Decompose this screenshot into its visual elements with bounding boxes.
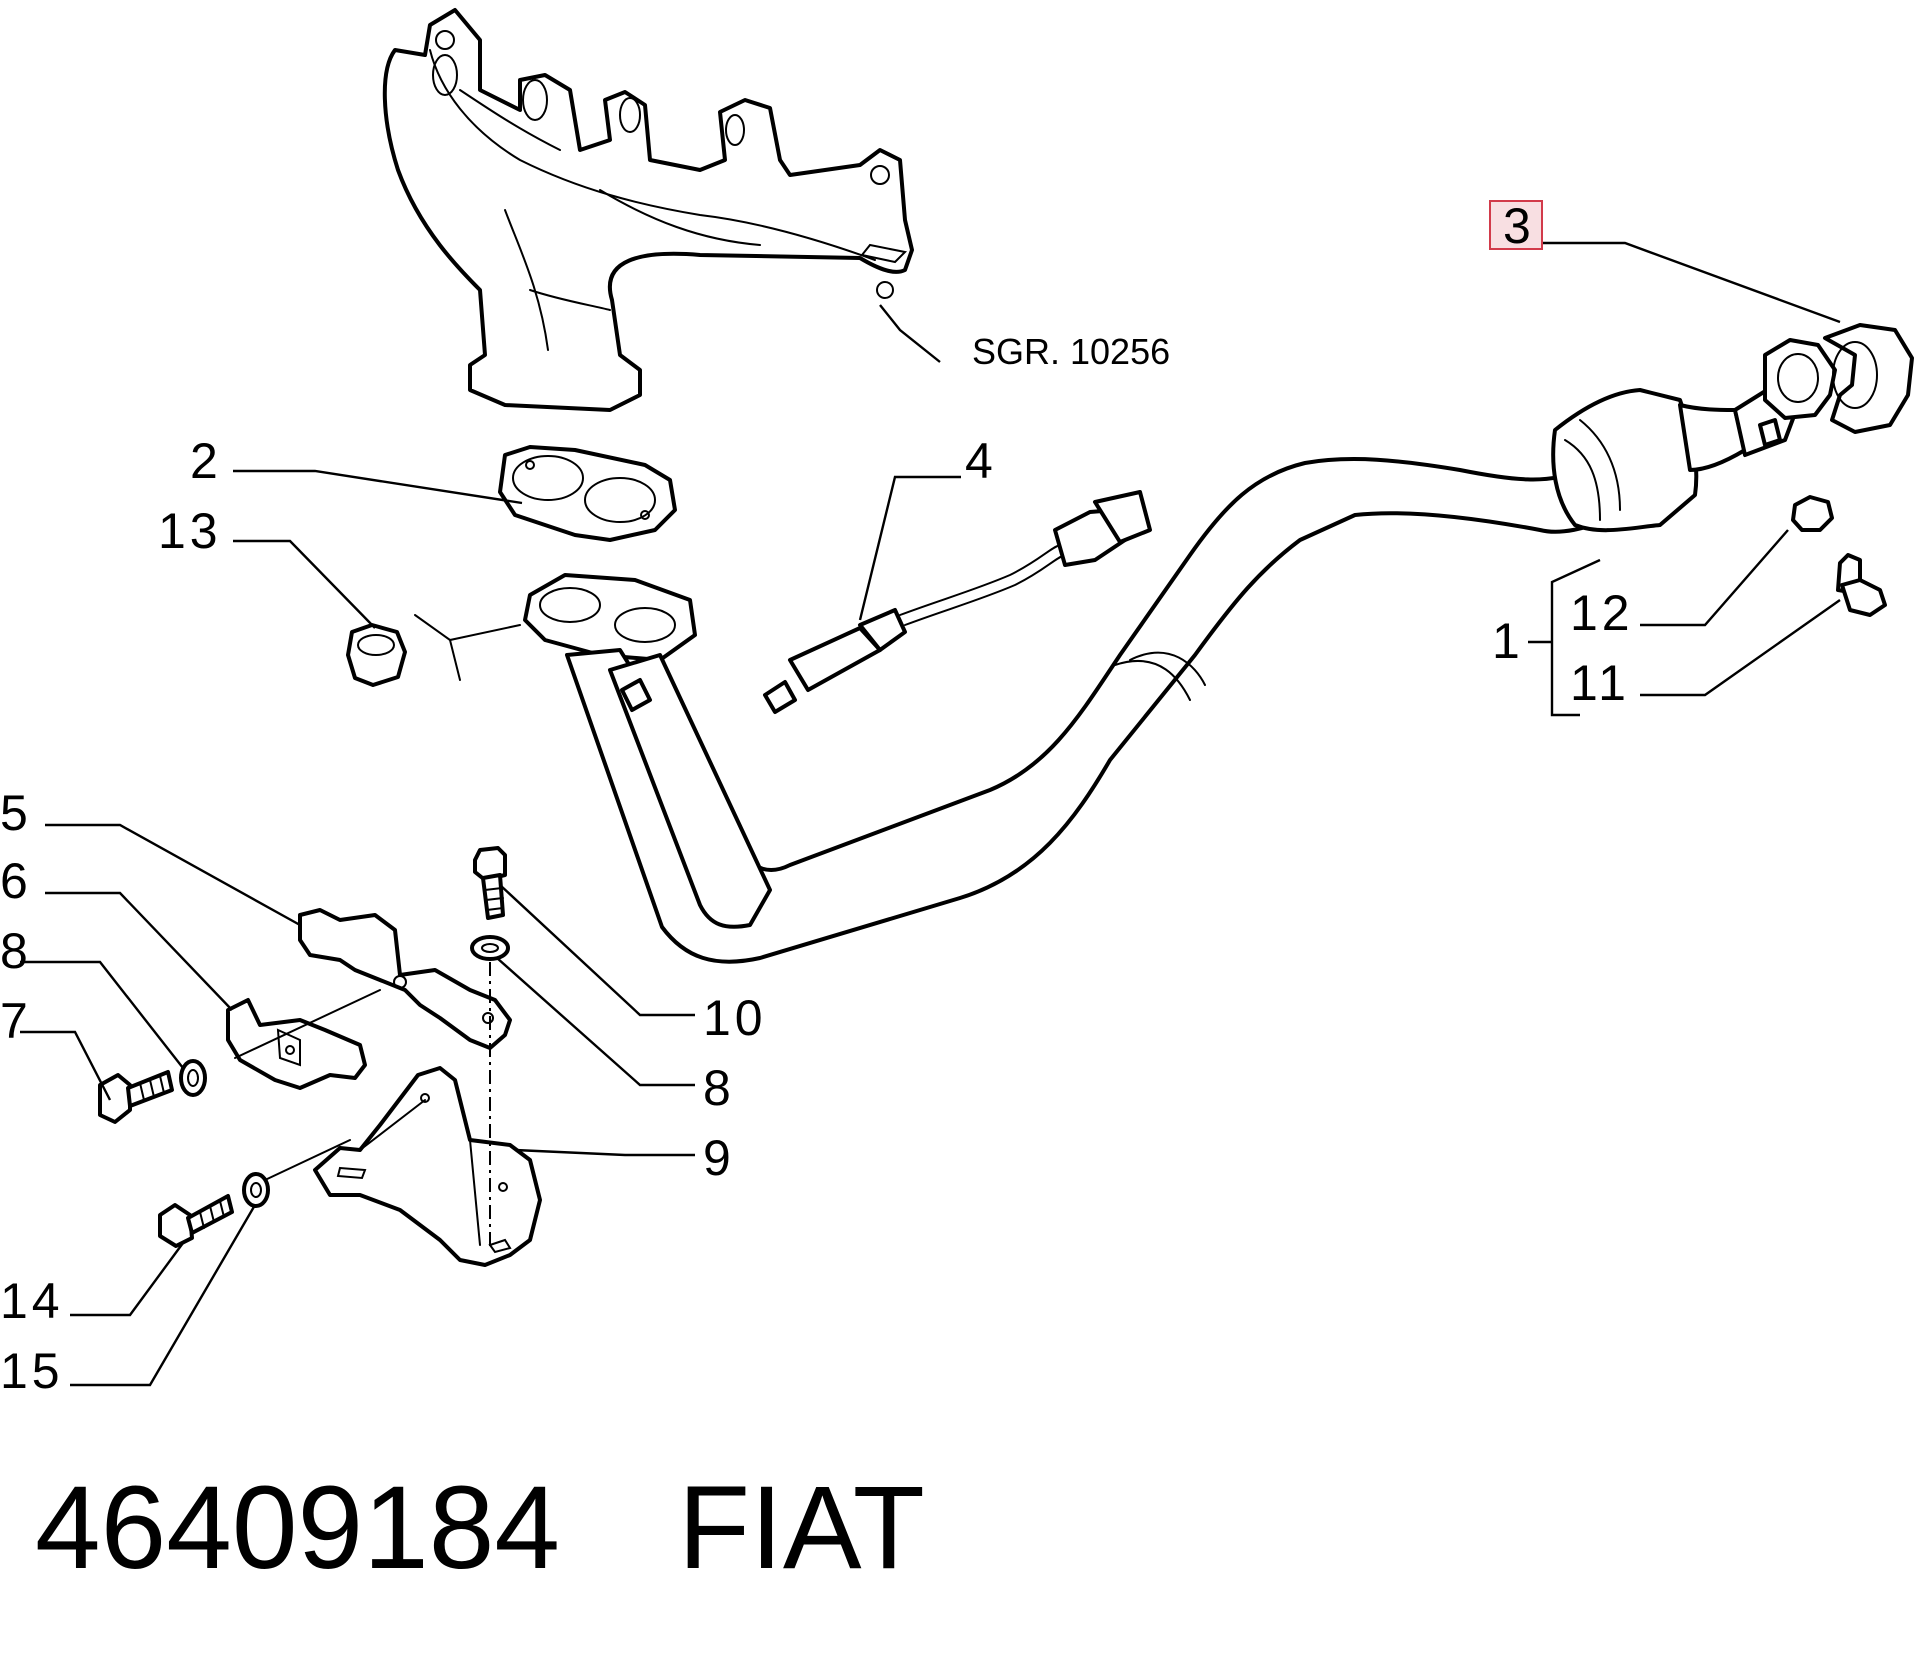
callout-1: 1 [1492, 613, 1524, 669]
leader-lines [20, 241, 1841, 1387]
exhaust-manifold [382, 8, 914, 412]
callout-15: 15 [0, 1343, 64, 1399]
oxygen-sensor [763, 490, 1152, 714]
part-number: 46409184 [35, 1462, 560, 1594]
bolt-14 [158, 1194, 234, 1248]
footer: 46409184 FIAT [35, 1462, 925, 1594]
callout-4: 4 [965, 433, 997, 489]
flange-gasket [1823, 323, 1914, 434]
support-bracket [313, 1066, 542, 1267]
callout-5: 5 [0, 785, 32, 841]
callout-2: 2 [190, 433, 222, 489]
clamp-upper [298, 908, 512, 1050]
callout-8-left: 8 [0, 923, 32, 979]
reference-note-sgr: SGR. 10256 [972, 331, 1170, 372]
front-pipe-with-converter [523, 338, 1837, 964]
flange-nut [1791, 495, 1834, 532]
callout-14: 14 [0, 1273, 64, 1329]
callout-11: 11 [1570, 655, 1630, 711]
callout-3[interactable]: 3 [1503, 198, 1535, 254]
clamp-lower [226, 998, 367, 1090]
washer-right [470, 935, 510, 961]
callout-3-highlight [1489, 200, 1543, 250]
callout-7: 7 [0, 993, 32, 1049]
callout-9: 9 [703, 1130, 735, 1186]
callout-12: 12 [1570, 585, 1634, 641]
brand-name: FIAT [678, 1462, 925, 1594]
callout-13: 13 [158, 503, 222, 559]
manifold-gasket [498, 445, 677, 542]
callout-10: 10 [703, 990, 767, 1046]
washer-15 [242, 1172, 270, 1208]
callout-8-right: 8 [703, 1060, 735, 1116]
nut [346, 623, 407, 687]
bolt-10 [473, 846, 507, 920]
flange-bolt [1836, 553, 1887, 617]
bolt-7 [98, 1070, 174, 1124]
assembly-lines [234, 614, 521, 1248]
washer-left [179, 1059, 207, 1097]
callout-6: 6 [0, 853, 32, 909]
callout-labels: SGR. 10256 3 2 13 4 5 6 8 7 10 8 9 14 15… [0, 198, 1634, 1399]
